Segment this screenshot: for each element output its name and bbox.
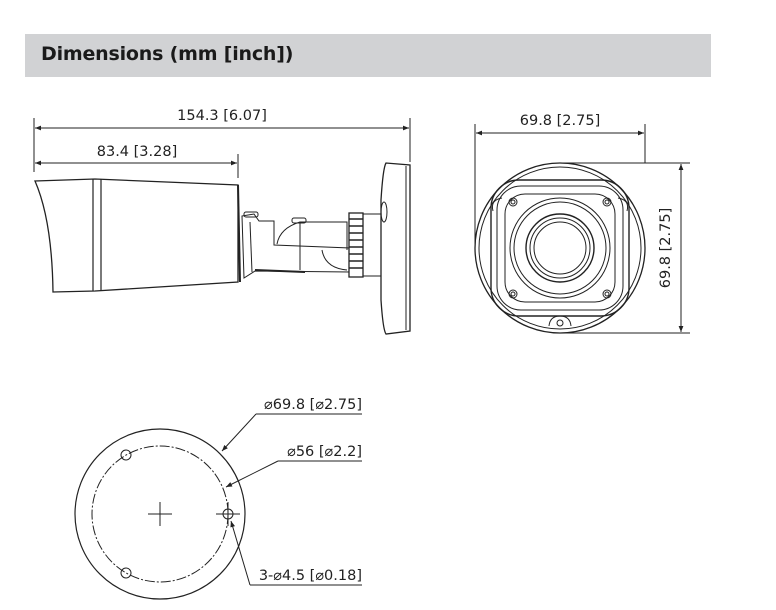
front-height-label: 69.8 [2.75] <box>658 208 674 289</box>
front-view <box>474 124 690 334</box>
overall-length-label: 154.3 [6.07] <box>177 108 267 124</box>
outer-diameter-label: ⌀69.8 [⌀2.75] <box>264 397 362 413</box>
front-width-label: 69.8 [2.75] <box>520 113 601 129</box>
mount-holes-label: 3-⌀4.5 [⌀0.18] <box>259 568 362 584</box>
base-view <box>74 413 362 600</box>
body-length-label: 83.4 [3.28] <box>97 144 178 160</box>
side-view <box>33 118 411 335</box>
section-title: Dimensions (mm [inch]) <box>41 43 294 65</box>
hole-circle-diameter-label: ⌀56 [⌀2.2] <box>287 444 362 460</box>
section-header: Dimensions (mm [inch]) <box>25 34 711 77</box>
